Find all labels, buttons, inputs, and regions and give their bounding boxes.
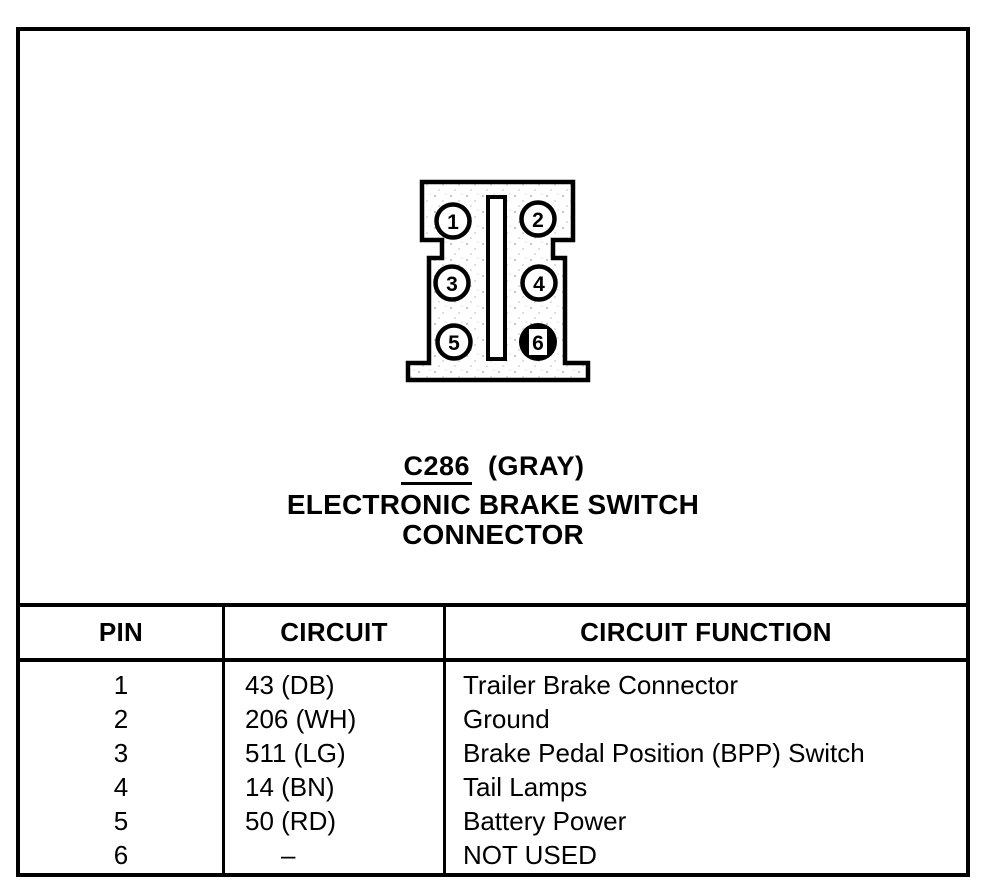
figure-frame: 1 2 3 4 5 6 C286 (GRAY) ELECTRONIC BRAKE … [16,27,970,877]
connector-caption: C286 (GRAY) ELECTRONIC BRAKE SWITCH CONNE… [20,449,966,550]
col-header-circuit: CIRCUIT [222,607,443,658]
pin-4-label: 4 [533,273,545,296]
function-column: Trailer Brake Connector Ground Brake Ped… [443,662,966,873]
function-cell: Trailer Brake Connector [463,670,739,700]
function-cell: Ground [463,704,550,734]
circuit-cell: 50 (RD) [245,806,337,836]
pin-table-header: PIN CIRCUIT CIRCUIT FUNCTION [20,607,966,662]
function-cell: Brake Pedal Position (BPP) Switch [463,738,865,768]
connector-name-line2: CONNECTOR [402,519,584,550]
connector-code: C286 [401,451,473,485]
function-cell: Tail Lamps [463,772,588,802]
pin-2-label: 2 [532,209,544,232]
connector-diagram: 1 2 3 4 5 6 [405,179,591,383]
circuit-cell: 14 (BN) [245,772,335,802]
pin-1-label: 1 [447,211,459,234]
pin-2-marker [519,200,557,238]
pin-cell: 4 [113,772,129,802]
pin-cell: 1 [113,670,129,700]
function-cell: Battery Power [463,806,627,836]
connector-name-line1: ELECTRONIC BRAKE SWITCH [286,489,700,520]
pin-column: 1 2 3 4 5 6 [20,662,222,873]
pin-1-marker [434,202,472,240]
connector-caption-line1: C286 (GRAY) [20,449,966,485]
pin-6-label-box [529,329,547,355]
circuit-column: 43 (DB) 206 (WH) 511 (LG) 14 (BN) 50 (RD… [222,662,443,873]
circuit-cell: 43 (DB) [245,670,335,700]
pin-cell: 5 [113,806,129,836]
pin-table: PIN CIRCUIT CIRCUIT FUNCTION 1 2 3 4 5 6… [20,603,966,873]
circuit-cell: 206 (WH) [245,704,357,734]
col-header-circuit-function: CIRCUIT FUNCTION [443,607,966,658]
pin-6-label: 6 [532,332,544,355]
function-cell: NOT USED [463,840,597,870]
connector-key-slot [486,195,507,361]
pin-4-marker [520,264,558,302]
pin-table-body: 1 2 3 4 5 6 43 (DB) 206 (WH) 511 (LG) 14… [20,662,966,873]
pin-cell: 3 [113,738,129,768]
pin-5-label: 5 [448,332,460,355]
connector-color-note: (GRAY) [488,451,585,481]
pin-5-marker [435,323,473,361]
pin-cell: 2 [113,704,129,734]
circuit-cell: 511 (LG) [245,738,346,768]
circuit-cell: – [281,840,296,870]
pin-3-label: 3 [446,273,458,296]
pin-3-marker [433,264,471,302]
pin-cell: 6 [113,840,129,870]
col-header-pin: PIN [98,617,144,647]
